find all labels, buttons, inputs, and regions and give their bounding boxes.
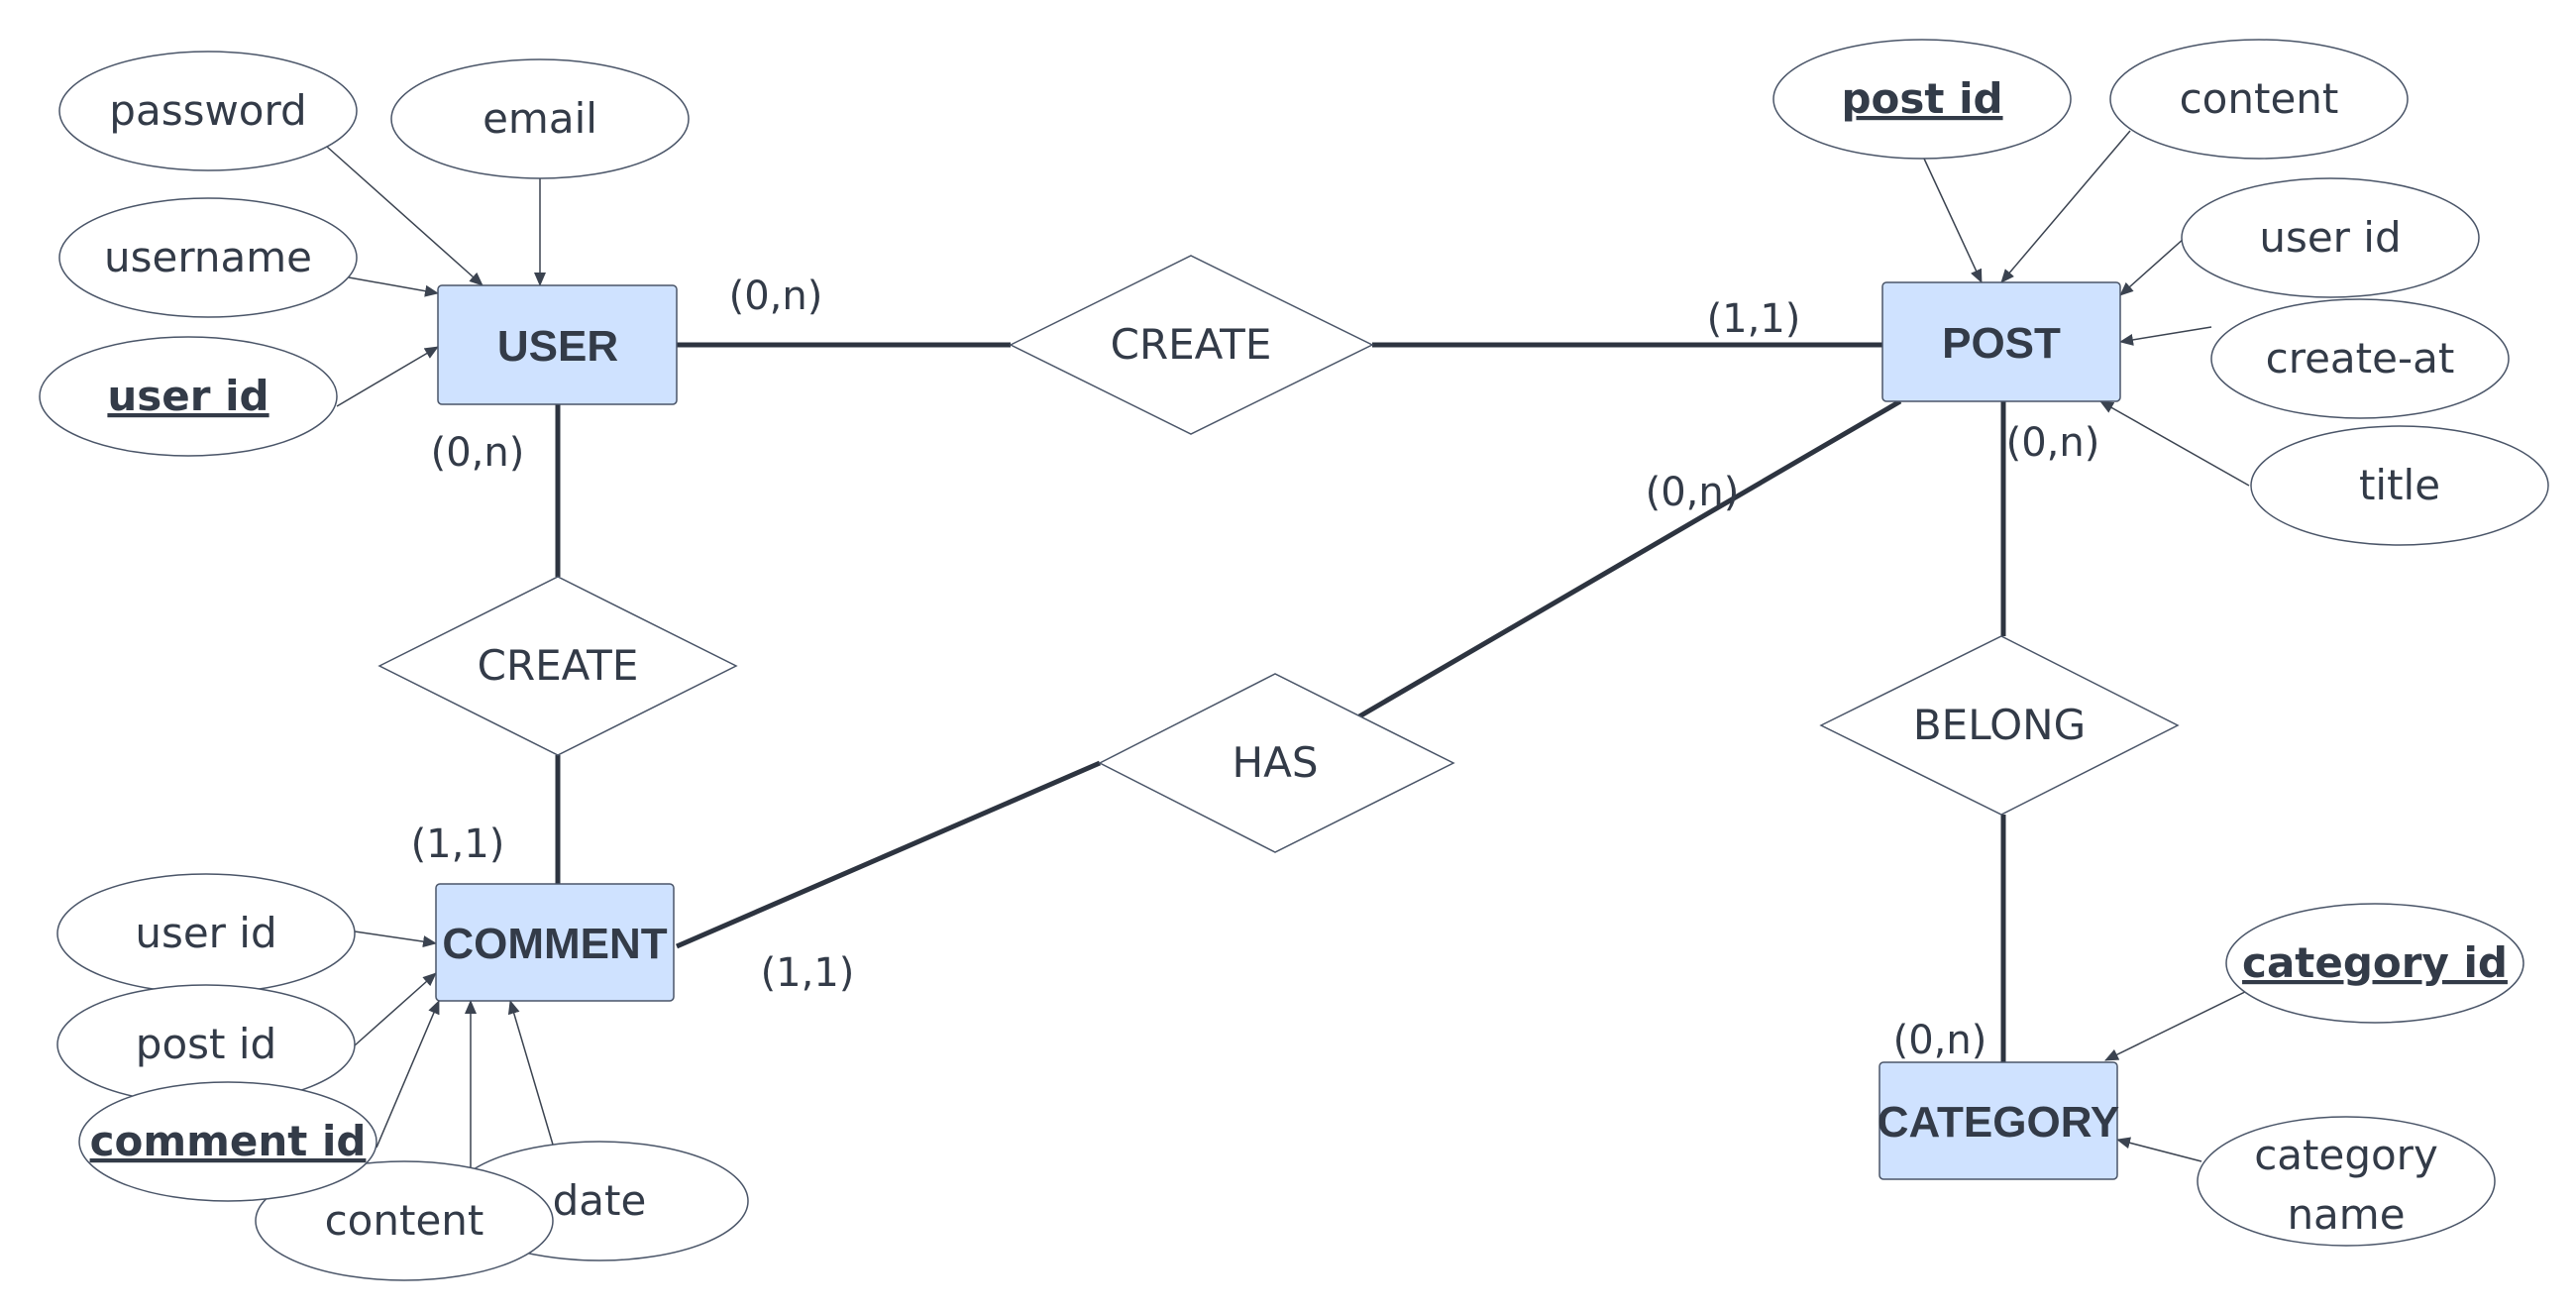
- attribute-shape: [2181, 177, 2480, 298]
- relationship-create-user-comment: CREATE: [377, 576, 738, 756]
- attribute-shape: [39, 336, 338, 457]
- arrow-date-comment: [507, 1000, 554, 1146]
- arrow-userid-user: [336, 346, 439, 407]
- attribute-arrows: [326, 130, 2252, 1167]
- cardinality-user-create-comment: (0,n): [431, 430, 525, 476]
- attribute-shape: [2250, 425, 2549, 546]
- cardinality-post-create: (1,1): [1707, 296, 1801, 342]
- attribute-label-key: user id: [107, 372, 268, 420]
- attribute-label: username: [104, 233, 312, 281]
- attribute-shape: [58, 197, 358, 318]
- link-comment-has: [676, 760, 1101, 949]
- arrow-userid-comment: [354, 931, 437, 948]
- entity-box: [1881, 281, 2121, 402]
- entity-category[interactable]: CATEGORY: [1878, 1061, 2119, 1180]
- attribute-shape: [2197, 1116, 2496, 1247]
- attribute-label: user id: [2259, 213, 2401, 262]
- attribute-label: email: [483, 94, 597, 143]
- cardinality-comment-has: (1,1): [761, 950, 855, 996]
- relationship-label: CREATE: [1111, 320, 1272, 369]
- relationship-shape: [377, 576, 738, 756]
- relationship-label: HAS: [1233, 738, 1319, 787]
- relationship-links: [555, 342, 2006, 1062]
- arrow-categoryname-category: [2116, 1137, 2202, 1162]
- arrow-password-user: [326, 146, 483, 286]
- relationship-label: CREATE: [478, 641, 639, 690]
- entity-label: POST: [1942, 319, 2061, 368]
- attribute-label: date: [553, 1176, 647, 1225]
- relationship-belong: BELONG: [1819, 635, 2180, 816]
- attribute-category-name: category name: [2197, 1116, 2496, 1247]
- arrow-createat-post: [2119, 326, 2212, 346]
- attribute-post-content: content: [2109, 39, 2409, 160]
- arrow-commentid-comment: [376, 1000, 440, 1149]
- entity-label: USER: [497, 322, 618, 371]
- cardinality-post-has: (0,n): [1646, 470, 1740, 515]
- attribute-label-line1: category: [2254, 1131, 2438, 1179]
- entity-label: CATEGORY: [1878, 1098, 2119, 1147]
- attribute-label: post id: [136, 1020, 276, 1068]
- attribute-label-key: post id: [1841, 74, 2002, 123]
- attribute-user-username: username: [58, 197, 358, 318]
- attribute-post-createat: create-at: [2210, 298, 2510, 419]
- cardinality-labels: (0,n) (1,1) (0,n) (1,1) (1,1) (0,n) (0,n…: [411, 274, 2100, 1063]
- attribute-comment-userid: user id: [56, 873, 356, 994]
- attribute-label: title: [2359, 461, 2440, 509]
- attribute-label: content: [325, 1196, 484, 1245]
- attribute-label-key: comment id: [90, 1117, 367, 1165]
- attribute-user-email: email: [390, 58, 690, 179]
- attribute-comment-commentid: comment id: [78, 1081, 377, 1202]
- cardinality-comment-create: (1,1): [411, 821, 505, 867]
- arrow-username-user: [348, 276, 439, 297]
- entity-label: COMMENT: [442, 920, 667, 968]
- cardinality-post-belong: (0,n): [2006, 420, 2100, 466]
- arrow-content-post: [2000, 130, 2131, 283]
- relationship-shape: [1819, 635, 2180, 816]
- relationship-label: BELONG: [1913, 701, 2086, 749]
- relationship-shape: [1009, 255, 1374, 435]
- attribute-label-key: category id: [2242, 938, 2508, 987]
- attribute-label: user id: [135, 909, 276, 957]
- attribute-shape: [58, 51, 358, 171]
- entity-box: [437, 284, 678, 405]
- attribute-user-password: password: [58, 51, 358, 171]
- cardinality-category-belong: (0,n): [1893, 1018, 1987, 1063]
- attribute-shape: [2109, 39, 2409, 160]
- attribute-post-userid: user id: [2181, 177, 2480, 298]
- relationship-create-user-post: CREATE: [1009, 255, 1374, 435]
- attribute-label: password: [109, 86, 306, 135]
- link-has-post: [1357, 398, 1902, 719]
- attribute-comment-content: content: [255, 1160, 554, 1281]
- attribute-shape: [78, 1081, 377, 1202]
- entity-post[interactable]: POST: [1881, 281, 2121, 402]
- cardinality-user-create-post: (0,n): [729, 274, 823, 319]
- entity-user[interactable]: USER: [437, 284, 678, 405]
- attribute-shape: [1772, 39, 2072, 160]
- entity-comment[interactable]: COMMENT: [435, 883, 675, 1002]
- relationship-has: HAS: [1098, 673, 1455, 853]
- entity-box: [435, 883, 675, 1002]
- attribute-shape: [2225, 903, 2524, 1024]
- arrow-title-post: [2099, 400, 2250, 487]
- relationship-shape: [1098, 673, 1455, 853]
- entity-box: [1878, 1061, 2118, 1180]
- attribute-post-title: title: [2250, 425, 2549, 546]
- attribute-label: content: [2180, 74, 2339, 123]
- attribute-shape: [255, 1160, 554, 1281]
- attribute-label: create-at: [2266, 334, 2455, 383]
- attribute-comment-postid: post id: [56, 984, 356, 1105]
- attribute-category-categoryid: category id: [2225, 903, 2524, 1024]
- arrow-postid-comment: [354, 972, 437, 1046]
- attribute-shape: [2210, 298, 2510, 419]
- attribute-user-userid: user id: [39, 336, 338, 457]
- attribute-shape: [390, 58, 690, 179]
- attribute-label-line2: name: [2287, 1190, 2405, 1239]
- attribute-post-postid: post id: [1772, 39, 2072, 160]
- arrow-userid-post: [2119, 237, 2186, 296]
- arrow-categoryid-category: [2104, 988, 2252, 1061]
- arrow-postid-post: [1923, 158, 1983, 283]
